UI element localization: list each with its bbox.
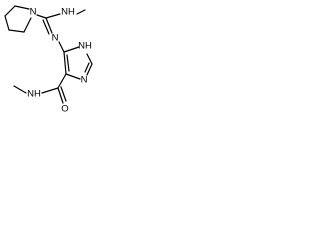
carboxamide-group xyxy=(13,73,67,104)
atom-pyrrolidine-n: N xyxy=(30,7,37,18)
bond-pyr-c5-n xyxy=(14,5,30,10)
bond-amidine-c-imine-n-2 xyxy=(42,19,50,35)
bond-nh-methyl xyxy=(76,9,86,15)
bond-ring-c5-n1h xyxy=(63,46,80,53)
atom-amide-nh: NH xyxy=(27,89,41,100)
molecule-structure: N NH N NH N O NH xyxy=(4,5,93,115)
bond-ring-n3-c4 xyxy=(65,73,81,80)
bond-carbonyl-c-nh xyxy=(41,87,59,94)
bond-carbonyl-c-o-1 xyxy=(57,87,64,104)
bond-pyr-c3-c4 xyxy=(4,15,10,31)
amidine-group xyxy=(36,9,86,35)
atom-amidine-nh: NH xyxy=(61,7,75,18)
bond-amidine-c-nh xyxy=(45,13,61,19)
atom-ring-nh: NH xyxy=(78,41,92,52)
bond-nh-methyl-bottom xyxy=(13,85,27,94)
bond-pyr-n-amidine-c xyxy=(36,14,47,19)
bond-ring-c2-n3-2 xyxy=(84,62,90,73)
bond-ring-c2-n3-1 xyxy=(86,63,93,76)
bond-ring-c4-carbonyl-c xyxy=(57,73,67,89)
bond-imine-n-ring-c xyxy=(58,41,65,53)
bond-pyr-c4-c5 xyxy=(4,5,16,17)
imidazole-ring xyxy=(63,46,93,80)
atom-ring-n: N xyxy=(81,75,88,86)
bond-ring-c4-c5-1 xyxy=(63,51,67,75)
pyrrolidine-ring xyxy=(4,5,32,33)
atom-imine-n: N xyxy=(52,33,59,44)
bond-ring-c4-c5-2 xyxy=(66,54,70,72)
atom-amide-o: O xyxy=(61,104,68,115)
bond-amidine-c-imine-n-1 xyxy=(45,17,53,34)
bond-ring-n1h-c2 xyxy=(86,53,93,65)
bond-carbonyl-c-o-2 xyxy=(60,86,67,102)
bond-pyr-c2-c3 xyxy=(8,29,25,33)
bond-pyr-n-c2 xyxy=(23,17,32,33)
